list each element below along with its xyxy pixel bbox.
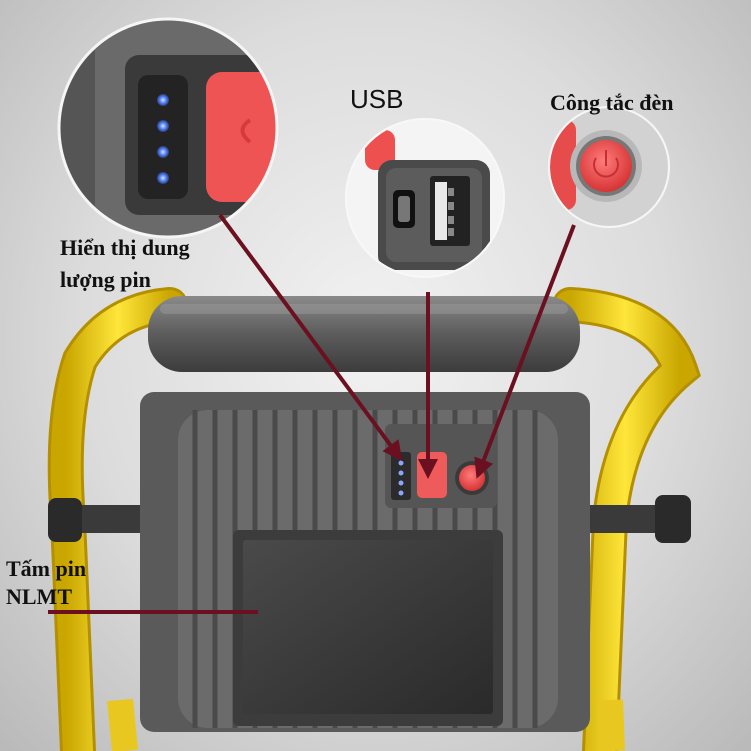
battery-display-label-line2: lượng pin [60, 267, 151, 292]
battery-led-2 [157, 120, 169, 132]
foam-grip [148, 296, 580, 372]
light-switch-zoom [548, 106, 670, 228]
solar-panel-label: Tấm pin NLMT [6, 555, 86, 611]
battery-display-zoom [57, 17, 279, 239]
callout-arrows [48, 213, 576, 614]
light-switch-label: Công tắc đèn [550, 90, 674, 115]
battery-display-label: Hiển thị dung lượng pin [60, 232, 190, 296]
switch-arrow [474, 224, 576, 479]
yellow-frame [47, 287, 701, 751]
left-knob [48, 498, 150, 542]
solar-panel-label-line2: NLMT [6, 584, 72, 609]
battery-led-1 [157, 94, 169, 106]
usb-label: USB [350, 84, 404, 114]
battery-display-label-line1: Hiển thị dung [60, 235, 190, 260]
battery-arrow [218, 213, 403, 462]
battery-led-4 [157, 172, 169, 184]
solar-panel-label-line1: Tấm pin [6, 556, 87, 581]
usb-port-zoom [345, 118, 505, 278]
battery-led-3 [157, 146, 169, 158]
solar-panel [233, 530, 503, 726]
